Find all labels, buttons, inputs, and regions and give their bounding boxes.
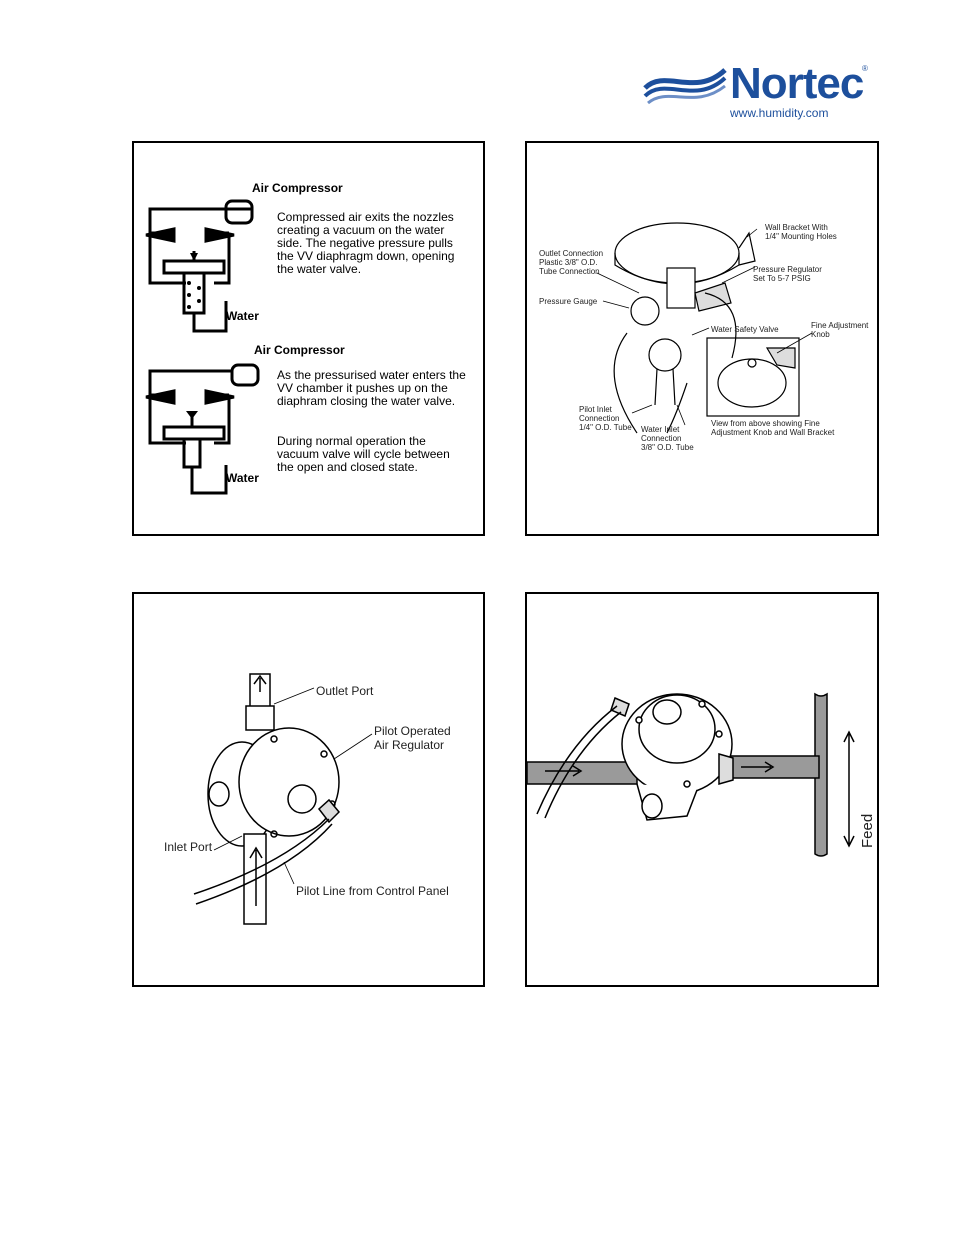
logo-wordmark: Nortec	[730, 59, 864, 108]
description-top: Compressed air exits the nozzles creatin…	[277, 210, 455, 276]
regulator-assembly-panel: Wall Bracket With 1/4" Mounting Holes Ou…	[525, 141, 879, 536]
water-label-top: Water	[226, 309, 259, 323]
outlet-port-label: Outlet Port	[316, 684, 374, 698]
vacuum-valve-panel: Air Compressor Compressed air exits the …	[132, 141, 485, 536]
logo-registered-mark: ®	[862, 64, 868, 73]
wall-bracket-label: Wall Bracket With 1/4" Mounting Holes	[765, 223, 837, 241]
water-inlet-label: Water Inlet Connection 3/8" O.D. Tube	[641, 425, 694, 452]
description-bottom-2: During normal operation the vacuum valve…	[277, 434, 450, 474]
feed-line-label: Feed Line to Nozzles	[859, 802, 879, 848]
nortec-logo: Nortec ® www.humidity.com	[640, 58, 880, 124]
wave-icon	[643, 68, 727, 105]
air-compressor-title-bottom: Air Compressor	[254, 343, 345, 357]
pilot-line-label: Pilot Line from Control Panel	[296, 884, 449, 898]
water-label-bottom: Water	[226, 471, 259, 485]
description-bottom-1: As the pressurised water enters the VV c…	[277, 368, 466, 408]
outlet-connection-label: Outlet Connection Plastic 3/8" O.D. Tube…	[539, 249, 604, 276]
pilot-inlet-label: Pilot Inlet Connection 1/4" O.D. Tube	[579, 405, 632, 432]
pressure-regulator-label: Pressure Regulator Set To 5-7 PSIG	[753, 265, 822, 283]
view-from-above-label: View from above showing Fine Adjustment …	[711, 419, 835, 437]
pilot-operated-regulator-label: Pilot Operated Air Regulator	[374, 724, 451, 752]
feed-line-panel: Feed Line to Nozzles	[525, 592, 879, 987]
feed-line-drawing	[527, 692, 855, 857]
air-regulator-drawing	[193, 673, 373, 925]
air-regulator-panel: Outlet Port Pilot Operated Air Regulator…	[132, 592, 485, 987]
regulator-assembly-drawing	[596, 222, 813, 434]
pressure-gauge-label: Pressure Gauge	[539, 297, 598, 306]
fine-adjustment-label: Fine Adjustment Knob	[811, 321, 869, 339]
vacuum-valve-schematic	[145, 199, 260, 495]
inlet-port-label: Inlet Port	[164, 840, 213, 854]
air-compressor-title-top: Air Compressor	[252, 181, 343, 195]
logo-url: www.humidity.com	[730, 106, 829, 120]
water-safety-valve-label: Water Safety Valve	[711, 325, 779, 334]
